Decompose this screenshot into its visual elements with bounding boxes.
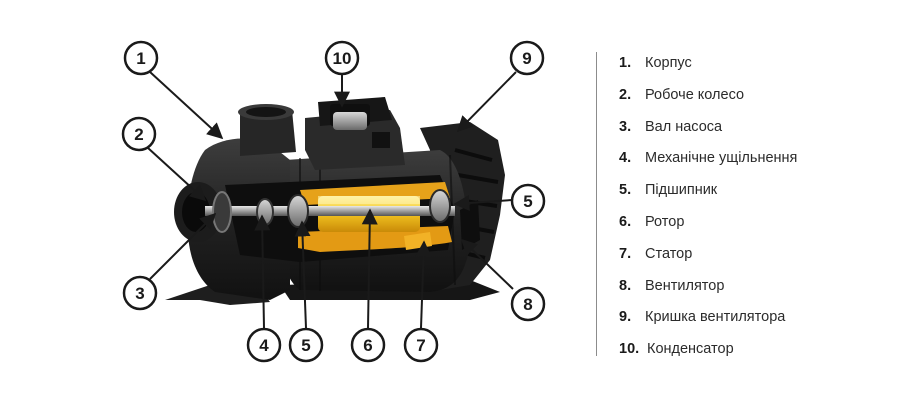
impeller [212, 191, 232, 233]
bearing-rear [429, 189, 451, 223]
callout-7: 7 [403, 327, 439, 363]
legend-label: Кришка вентилятора [645, 309, 786, 326]
legend-label: Механічне ущільнення [645, 150, 798, 167]
callout-1-label: 1 [136, 49, 145, 68]
callout-2: 2 [121, 116, 157, 152]
legend-number: 2. [619, 86, 632, 103]
legend-label: Вентилятор [645, 277, 725, 294]
callout-5-right: 5 [510, 183, 546, 219]
legend-number: 4. [619, 150, 632, 167]
callout-1: 1 [123, 40, 159, 76]
callout-10: 10 [324, 40, 360, 76]
legend-item: 2. Робоче колесо [619, 82, 889, 114]
legend-item: 4. Механічне ущільнення [619, 145, 889, 177]
legend-label: Ротор [645, 213, 685, 230]
callout-9: 9 [509, 40, 545, 76]
callout-4-label: 4 [259, 336, 269, 355]
callout-5-right-label: 5 [523, 192, 532, 211]
legend-divider [596, 52, 597, 356]
callout-6: 6 [350, 327, 386, 363]
legend-label: Вал насоса [645, 118, 723, 135]
callouts: 1 10 9 2 5 3 8 4 [121, 40, 546, 363]
fan [460, 200, 480, 250]
callout-3-label: 3 [135, 284, 144, 303]
callout-2-label: 2 [134, 125, 143, 144]
pump-illustration [165, 97, 505, 305]
legend-label: Конденсатор [647, 341, 734, 358]
legend-item: 6. Ротор [619, 209, 889, 241]
callout-5-bottom-label: 5 [301, 336, 310, 355]
capacitor [333, 112, 367, 130]
legend-number: 10. [619, 341, 640, 358]
legend-item: 8. Вентилятор [619, 273, 889, 305]
legend-number: 7. [619, 245, 632, 262]
legend-label: Робоче колесо [645, 86, 745, 103]
legend-item: 3. Вал насоса [619, 114, 889, 146]
legend-number: 5. [619, 182, 632, 199]
legend-item: 10. Конденсатор [619, 336, 889, 368]
callout-8-label: 8 [523, 295, 532, 314]
mechanical-seal [256, 198, 274, 226]
legend-number: 3. [619, 118, 632, 135]
callout-3: 3 [122, 275, 158, 311]
bearing-front [287, 194, 309, 228]
callout-6-label: 6 [363, 336, 372, 355]
legend-label: Підшипник [645, 182, 718, 199]
callout-4: 4 [246, 327, 282, 363]
legend-number: 9. [619, 309, 632, 326]
callout-5-bottom: 5 [288, 327, 324, 363]
legend-label: Корпус [645, 55, 692, 71]
legend-item: 1. Корпус [619, 50, 889, 82]
callout-8: 8 [510, 286, 546, 322]
shaft [205, 206, 455, 216]
legend-number: 1. [619, 55, 632, 71]
legend-number: 8. [619, 277, 632, 294]
callout-7-label: 7 [416, 336, 425, 355]
callout-10-label: 10 [333, 49, 352, 68]
legend-item: 5. Підшипник [619, 177, 889, 209]
leader-lines [147, 71, 517, 329]
legend-item: 9. Кришка вентилятора [619, 304, 889, 336]
callout-9-label: 9 [522, 49, 531, 68]
legend-label: Статор [645, 245, 693, 262]
parts-legend: 1. Корпус 2. Робоче колесо 3. Вал насоса 4.… [619, 50, 889, 368]
legend-item: 7. Статор [619, 241, 889, 273]
legend-number: 6. [619, 213, 632, 230]
